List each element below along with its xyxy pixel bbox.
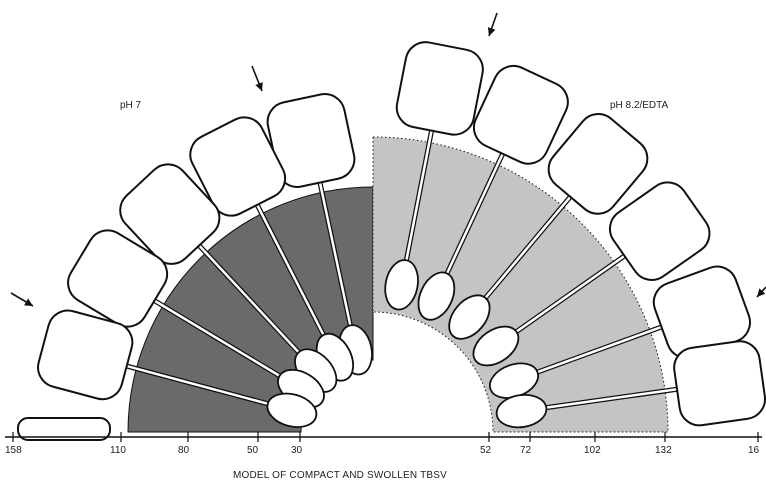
arrow-icon <box>252 66 263 91</box>
left-condition-label: pH 7 <box>120 100 142 111</box>
tick-label-right-52: 52 <box>480 445 492 456</box>
axis <box>5 432 762 442</box>
tick-label-right-132: 132 <box>655 445 672 456</box>
tick-label-left-158: 158 <box>5 445 22 456</box>
right-condition-label: pH 8.2/EDTA <box>610 100 668 111</box>
tick-label-left-110: 110 <box>110 445 126 456</box>
tick-label-right-72: 72 <box>520 445 532 456</box>
tick-label-right-16: 16 <box>748 445 760 456</box>
tick-label-left-80: 80 <box>178 445 190 456</box>
arrow-icon <box>488 13 497 36</box>
figure-caption: MODEL OF COMPACT AND SWOLLEN TBSV <box>233 470 447 481</box>
arrow-icon <box>11 293 33 306</box>
p-domain <box>672 339 766 428</box>
tick-label-right-102: 102 <box>584 445 601 456</box>
arrow-icon <box>757 287 766 297</box>
p-domain <box>393 39 486 138</box>
tick-label-left-50: 50 <box>247 445 259 456</box>
tick-label-left-30: 30 <box>291 445 303 456</box>
